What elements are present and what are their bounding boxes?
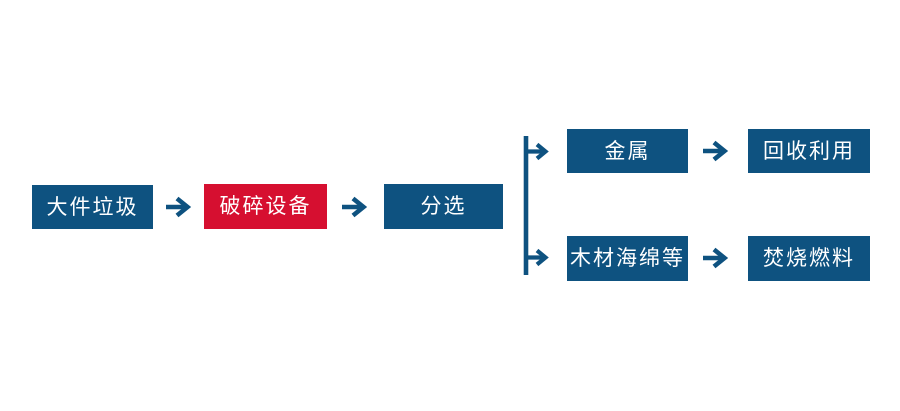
node-bulky-waste-label: 大件垃圾	[46, 195, 139, 219]
node-crushing-equipment-label: 破碎设备	[219, 195, 312, 218]
node-metal: 金属	[567, 129, 688, 173]
node-bulky-waste: 大件垃圾	[32, 185, 153, 229]
node-incineration-fuel: 焚烧燃料	[748, 236, 870, 281]
node-sorting: 分选	[384, 184, 503, 229]
node-wood-sponge-label: 木材海绵等	[570, 247, 685, 270]
node-incineration-fuel-label: 焚烧燃料	[763, 247, 855, 270]
node-metal-label: 金属	[604, 139, 651, 163]
node-recycling: 回收利用	[748, 129, 870, 173]
arrow-right-icon	[703, 140, 729, 162]
node-wood-sponge: 木材海绵等	[567, 236, 688, 281]
node-crushing-equipment: 破碎设备	[204, 184, 327, 229]
arrow-right-icon	[166, 196, 192, 218]
arrow-right-icon	[703, 247, 729, 269]
arrow-right-icon	[342, 196, 368, 218]
node-sorting-label: 分选	[420, 195, 467, 218]
node-recycling-label: 回收利用	[763, 139, 855, 163]
branch-bracket-icon	[523, 136, 549, 275]
